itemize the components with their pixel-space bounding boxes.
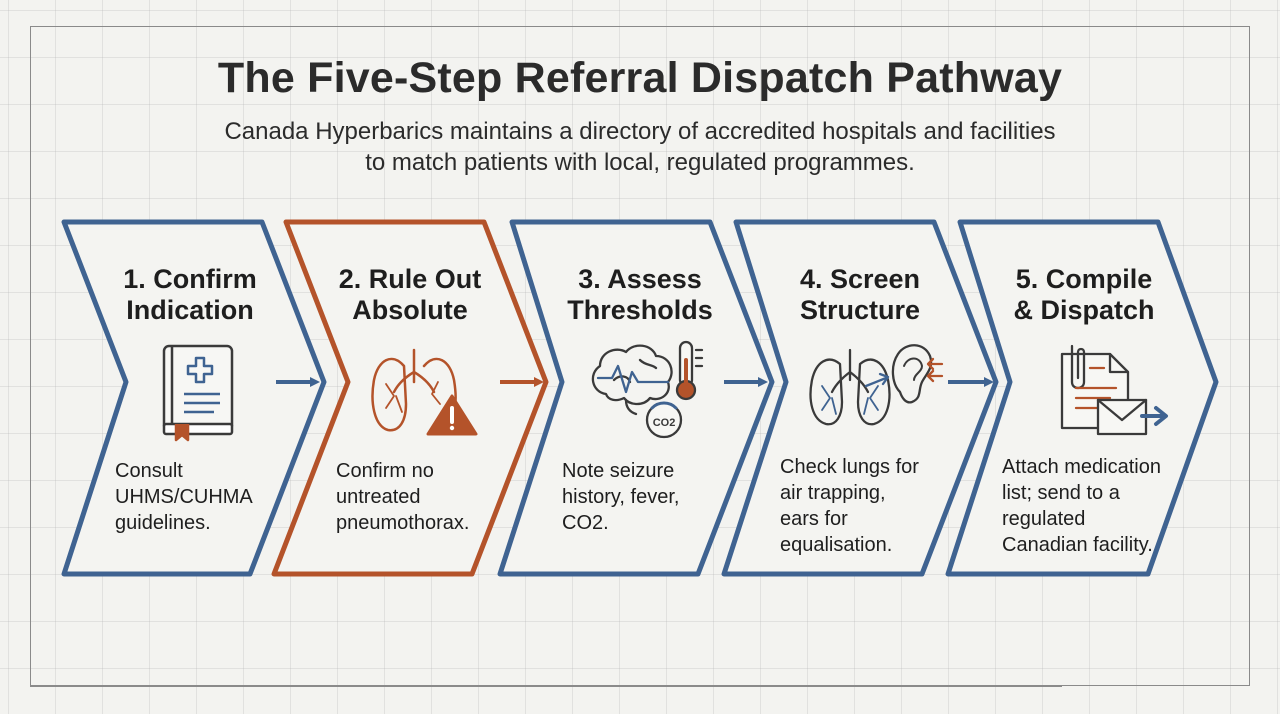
step-5-description: Attach medication list; send to a regula… [1002, 454, 1192, 558]
step-1-title-line-1: 1. Confirm [123, 264, 257, 294]
step-3-title: 3. Assess Thresholds [540, 264, 740, 326]
brain-thermometer-icon [591, 340, 704, 439]
step-2-chevron [271, 219, 549, 577]
step-5-title-line-1: 5. Compile [1015, 264, 1153, 294]
step-5-desc-line-2: list; send to a [1002, 482, 1120, 504]
step-2-desc-line-3: pneumothorax. [336, 512, 470, 534]
step-1-description: Consult UHMS/CUHMA guidelines. [115, 458, 305, 536]
step-4-title-line-2: Structure [799, 295, 921, 325]
step-2-desc-line-1: Confirm no [336, 460, 434, 482]
step-3-title-line-1: 3. Assess [578, 264, 702, 294]
step-2-desc-line-2: untreated [336, 486, 421, 508]
step-2-description: Confirm no untreated pneumothorax. [336, 458, 526, 536]
step-1-desc-line-3: guidelines. [115, 512, 211, 534]
step-4-description: Check lungs for air trapping, ears for e… [780, 454, 970, 558]
step-4-chevron [721, 219, 999, 577]
step-1-desc-line-2: UHMS/CUHMA [115, 486, 253, 508]
step-5-desc-line-3: regulated [1002, 508, 1086, 530]
step-2-title-line-2: Absolute [352, 295, 468, 325]
subtitle-line-1: Canada Hyperbarics maintains a directory… [224, 118, 1056, 145]
step-1-desc-line-1: Consult [115, 460, 183, 482]
step-3-description: Note seizure history, fever, CO2. [562, 458, 752, 536]
step-3-desc-line-1: Note seizure [562, 460, 675, 482]
step-3-desc-line-3: CO2. [562, 512, 609, 534]
step-5-desc-line-1: Attach medication [1002, 456, 1161, 478]
step-3-chevron [497, 219, 775, 577]
step-4-desc-line-4: equalisation. [780, 534, 893, 556]
co2-gauge-label: CO2 [653, 417, 676, 429]
lungs-ear-icon [809, 344, 944, 426]
page-subtitle: Canada Hyperbarics maintains a directory… [140, 116, 1140, 178]
step-5-title: 5. Compile & Dispatch [984, 264, 1184, 326]
medical-book-icon [162, 344, 234, 442]
subtitle-line-2: to match patients with local, regulated … [365, 149, 915, 176]
step-3-desc-line-2: history, fever, [562, 486, 680, 508]
step-4-desc-line-3: ears for [780, 508, 848, 530]
step-4-title: 4. Screen Structure [760, 264, 960, 326]
document-envelope-icon [1060, 344, 1168, 436]
step-5-title-line-2: & Dispatch [1013, 295, 1155, 325]
step-4-desc-line-2: air trapping, [780, 482, 886, 504]
step-2-title: 2. Rule Out Absolute [310, 264, 510, 326]
outer-frame [30, 26, 1250, 686]
lungs-warning-icon [371, 348, 478, 436]
step-3-title-line-2: Thresholds [567, 295, 713, 325]
step-4-desc-line-1: Check lungs for [780, 456, 919, 478]
step-4-title-line-1: 4. Screen [799, 264, 921, 294]
step-2-title-line-1: 2. Rule Out [338, 264, 482, 294]
step-1-title: 1. Confirm Indication [90, 264, 290, 326]
step-1-title-line-2: Indication [126, 295, 254, 325]
step-5-desc-line-4: Canadian facility. [1002, 534, 1153, 556]
frame-divider [30, 686, 1062, 687]
page-title: The Five-Step Referral Dispatch Pathway [217, 54, 1063, 102]
